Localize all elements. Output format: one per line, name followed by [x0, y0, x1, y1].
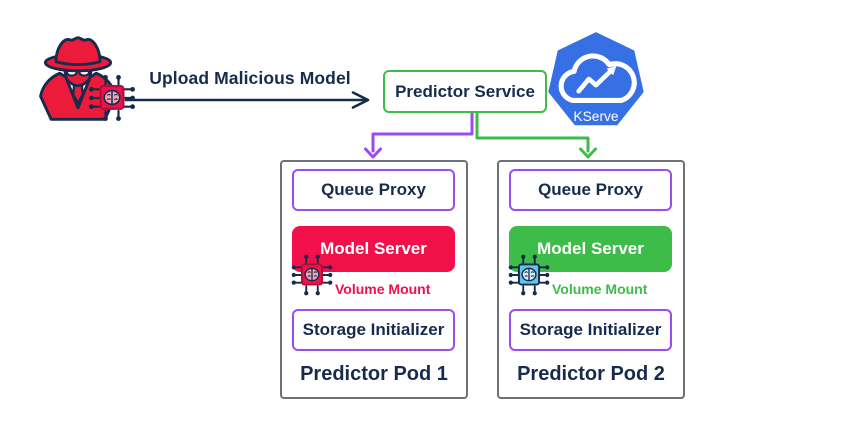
service-to-pod1-arrow: [364, 111, 474, 159]
predictor-service-box: Predictor Service: [383, 70, 547, 113]
kserve-trend-line: [576, 70, 612, 94]
pod1-volume-mount-label: Volume Mount: [335, 281, 431, 297]
upload-arrow: [124, 91, 370, 109]
pod2-title: Predictor Pod 2: [517, 363, 665, 385]
predictor-pod-2: Queue Proxy Model Server: [497, 160, 685, 399]
kserve-trend-arrowhead: [606, 65, 617, 76]
predictor-pod-1: Queue Proxy Model Server: [280, 160, 468, 399]
upload-arrow-label: Upload Malicious Model: [149, 68, 351, 88]
pod2-volume-mount-label: Volume Mount: [552, 281, 648, 297]
queue-proxy-label: Queue Proxy: [538, 180, 643, 199]
model-server-label: Model Server: [537, 239, 644, 258]
malicious-model-chip-icon: [86, 72, 138, 124]
pod1-malicious-model-chip-icon: [289, 252, 335, 298]
model-server-label: Model Server: [320, 239, 427, 258]
storage-initializer-label: Storage Initializer: [519, 320, 662, 339]
pod1-title: Predictor Pod 1: [300, 363, 448, 385]
hacker-hat-crown: [54, 36, 102, 67]
pod1-queue-proxy-box: Queue Proxy: [292, 169, 455, 211]
storage-initializer-label: Storage Initializer: [302, 320, 445, 339]
kserve-logo-icon: KServe: [545, 31, 647, 127]
kserve-logo-label: KServe: [573, 109, 618, 124]
pod2-queue-proxy-box: Queue Proxy: [509, 169, 672, 211]
pod2-storage-initializer-box: Storage Initializer: [509, 309, 672, 351]
pod2-model-server-box: Model Server: [509, 226, 672, 272]
pod1-storage-initializer-box: Storage Initializer: [292, 309, 455, 351]
predictor-service-label: Predictor Service: [395, 81, 535, 101]
pod2-model-chip-icon: [506, 252, 552, 298]
pod1-model-server-box: Model Server: [292, 226, 455, 272]
queue-proxy-label: Queue Proxy: [321, 180, 426, 199]
kserve-cloud: [558, 53, 637, 103]
